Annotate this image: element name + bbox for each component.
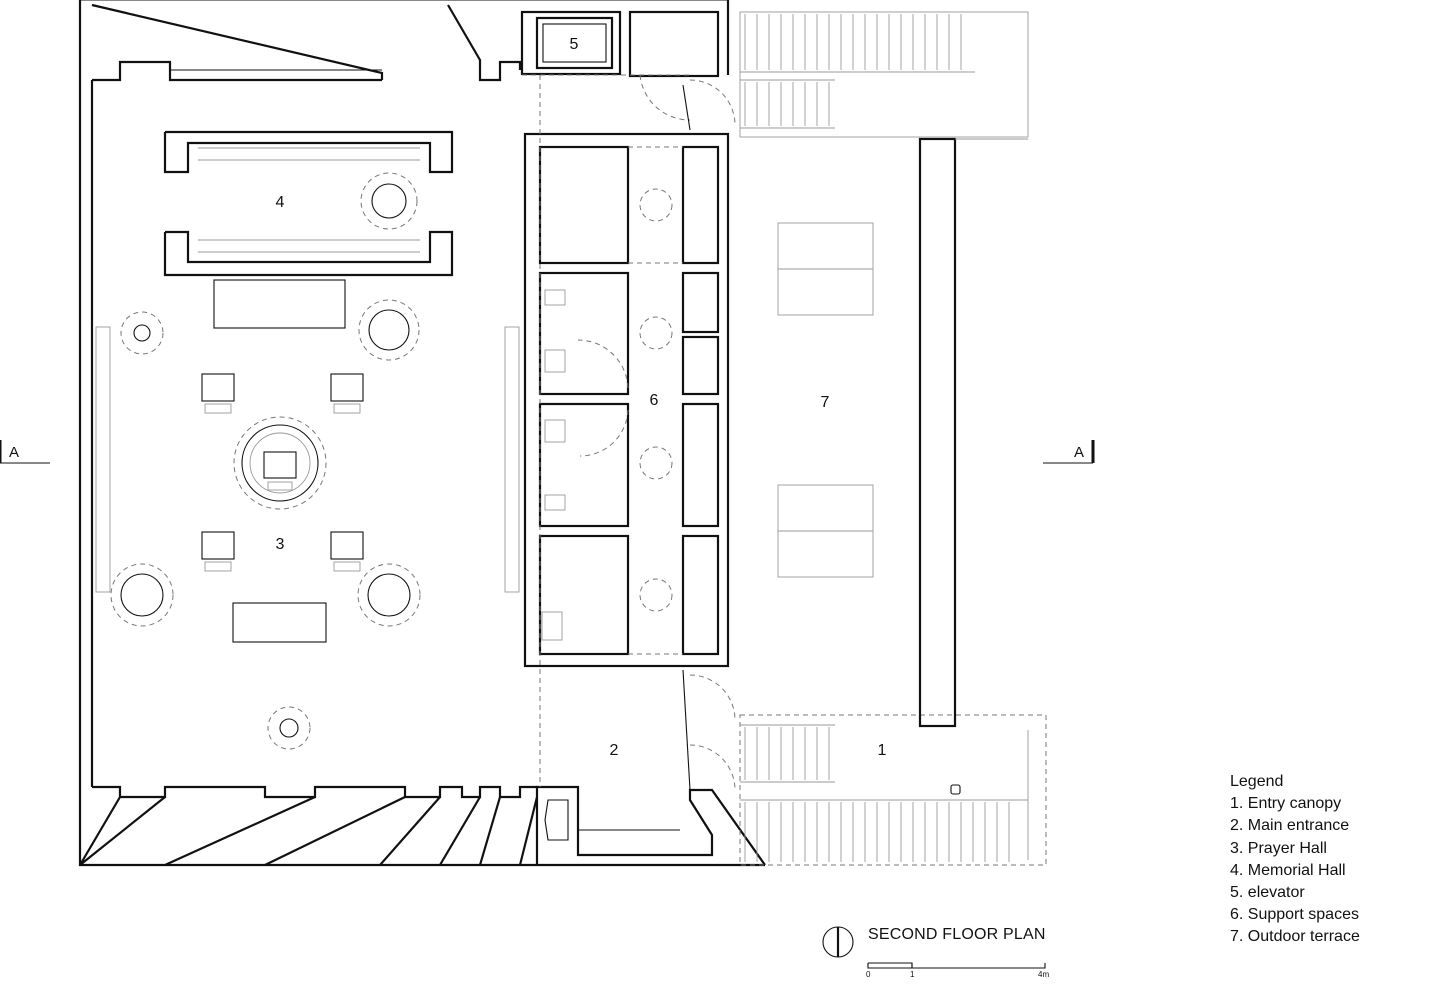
legend-item: 3. Prayer Hall bbox=[1230, 839, 1327, 857]
room-label-5: 5 bbox=[569, 36, 579, 53]
room-label-4: 4 bbox=[275, 194, 285, 211]
plan-title: SECOND FLOOR PLAN bbox=[868, 926, 1046, 943]
legend-item: 7. Outdoor terrace bbox=[1230, 928, 1360, 946]
room-label-1: 1 bbox=[877, 742, 887, 759]
legend: Legend 1. Entry canopy 2. Main entrance … bbox=[1230, 771, 1360, 949]
scale-label: 0 bbox=[866, 970, 871, 979]
room-label-2: 2 bbox=[609, 742, 619, 759]
scale-bar bbox=[867, 962, 1046, 969]
legend-item: 6. Support spaces bbox=[1230, 906, 1359, 924]
memorial-hall bbox=[163, 130, 454, 277]
room-label-7: 7 bbox=[820, 394, 830, 411]
legend-item: 2. Main entrance bbox=[1230, 817, 1350, 835]
doors bbox=[639, 74, 736, 791]
elevator-block bbox=[520, 10, 720, 78]
stairs-north bbox=[739, 11, 1029, 138]
section-lines bbox=[0, 440, 1095, 464]
room-label-3: 3 bbox=[275, 536, 285, 553]
stairs-south bbox=[739, 714, 1047, 866]
terrace bbox=[777, 137, 1028, 728]
prayer-hall-furniture bbox=[95, 279, 520, 750]
scale-label: 1 bbox=[910, 970, 915, 979]
legend-item: 5. elevator bbox=[1230, 884, 1305, 902]
legend-item: 1. Entry canopy bbox=[1230, 795, 1342, 813]
scale-label: 4m bbox=[1038, 970, 1050, 979]
room-label-6: 6 bbox=[649, 392, 659, 409]
section-mark-right: A bbox=[1074, 444, 1085, 461]
legend-title: Legend bbox=[1230, 773, 1284, 790]
section-mark-left: A bbox=[9, 444, 20, 461]
north-arrow-icon bbox=[822, 926, 854, 958]
support-spaces bbox=[522, 74, 730, 787]
exterior-walls bbox=[78, 0, 766, 867]
legend-item: 4. Memorial Hall bbox=[1230, 861, 1346, 879]
